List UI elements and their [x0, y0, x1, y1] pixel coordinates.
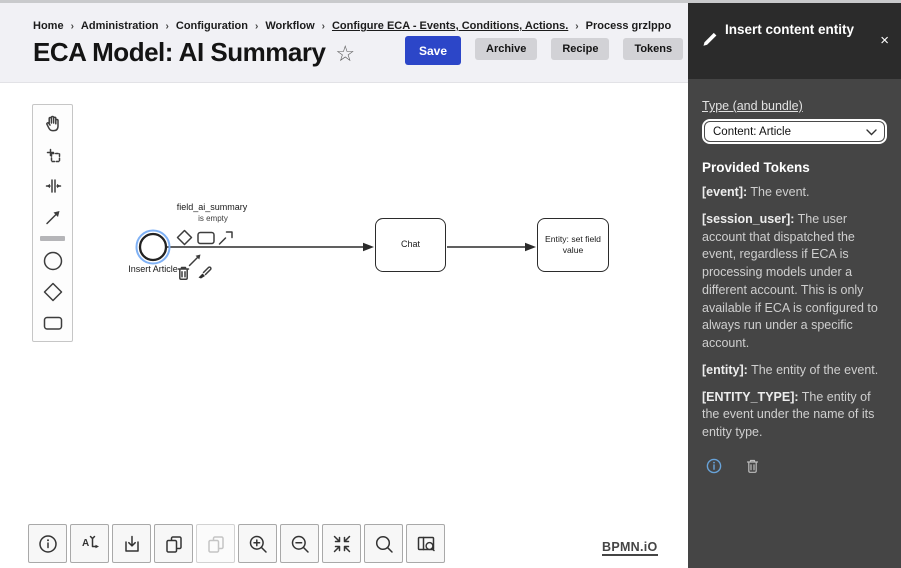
lasso-tool-icon[interactable]	[36, 139, 69, 170]
append-gateway-icon[interactable]	[175, 228, 194, 252]
change-type-brush-icon[interactable]	[196, 263, 213, 285]
global-connect-tool-icon[interactable]	[36, 201, 69, 232]
token-entity: [entity]: The entity of the event.	[702, 362, 887, 380]
token-entity-type-desc: The entity of the event under the name o…	[702, 389, 875, 440]
token-session-user-name: [session_user]:	[702, 211, 795, 226]
page-title: ECA Model: AI Summary	[33, 37, 326, 67]
bpmn-canvas[interactable]: field_ai_summary is empty Insert Article…	[0, 83, 688, 568]
sidebar-header: Insert content entity ×	[688, 3, 901, 79]
page-header: Home › Administration › Configuration › Workfl…	[0, 3, 688, 83]
breadcrumb-configuration[interactable]: Configuration	[175, 20, 248, 32]
create-gateway-icon[interactable]	[36, 276, 69, 307]
breadcrumb-workflow[interactable]: Workflow	[265, 20, 315, 32]
create-start-event-icon[interactable]	[36, 245, 69, 276]
start-event-circle	[138, 232, 168, 262]
search-button[interactable]	[364, 524, 403, 563]
paste-button	[196, 524, 235, 563]
palette-divider	[40, 236, 65, 241]
task-entity-set-field-label: Entity: set field value	[545, 234, 601, 255]
token-entity-type-name: [ENTITY_TYPE]:	[702, 389, 799, 404]
append-annotation-icon[interactable]	[217, 228, 236, 252]
sidebar-title: Insert content entity	[725, 22, 855, 37]
bpmn-palette	[32, 104, 73, 342]
breadcrumb-separator: ›	[165, 21, 169, 32]
type-bundle-select-wrap: Content: Article	[702, 119, 887, 144]
token-entity-desc: The entity of the event.	[751, 362, 879, 377]
breadcrumb-separator: ›	[575, 21, 579, 32]
create-task-icon[interactable]	[36, 307, 69, 338]
archive-button[interactable]: Archive	[475, 38, 538, 60]
breadcrumb: Home › Administration › Configuration › Workfl…	[33, 20, 671, 32]
breadcrumb-configure-eca[interactable]: Configure ECA - Events, Conditions, Acti…	[331, 20, 569, 32]
token-session-user: [session_user]: The user account that di…	[702, 211, 887, 353]
breadcrumb-administration[interactable]: Administration	[80, 20, 159, 32]
breadcrumb-process: Process grzlppo	[585, 20, 672, 32]
breadcrumb-home[interactable]: Home	[33, 20, 64, 32]
header-actions: Save Archive Recipe Tokens	[405, 36, 684, 65]
breadcrumb-separator: ›	[70, 21, 74, 32]
close-icon[interactable]: ×	[880, 32, 889, 49]
token-session-user-desc: The user account that dispatched the eve…	[702, 211, 878, 350]
favorite-star-icon[interactable]: ☆	[335, 40, 356, 66]
auto-layout-button[interactable]: A	[70, 524, 109, 563]
breadcrumb-separator: ›	[321, 21, 325, 32]
save-button[interactable]: Save	[405, 36, 461, 65]
task-chat[interactable]: Chat	[375, 218, 446, 272]
svg-text:A: A	[82, 538, 89, 549]
sidebar-icon-row	[702, 458, 887, 479]
recipe-button[interactable]: Recipe	[551, 38, 610, 60]
zoom-in-button[interactable]	[238, 524, 277, 563]
pencil-icon	[701, 31, 718, 53]
token-event-name: [event]:	[702, 185, 748, 199]
type-bundle-label: Type (and bundle)	[702, 99, 803, 113]
reset-zoom-button[interactable]	[322, 524, 361, 563]
hand-tool-icon[interactable]	[36, 108, 69, 139]
connect-tool-icon[interactable]	[186, 250, 205, 274]
zoom-out-button[interactable]	[280, 524, 319, 563]
properties-sidebar: Insert content entity × Type (and bundle…	[688, 3, 901, 568]
append-task-icon[interactable]	[196, 230, 216, 251]
bpmn-io-logo[interactable]: BPMN.iO	[602, 540, 658, 556]
tokens-button[interactable]: Tokens	[623, 38, 684, 60]
token-entity-type: [ENTITY_TYPE]: The entity of the event u…	[702, 389, 887, 442]
copy-button[interactable]	[154, 524, 193, 563]
token-entity-name: [entity]:	[702, 362, 748, 377]
breadcrumb-separator: ›	[254, 21, 259, 32]
type-bundle-value: Content: Article	[713, 125, 791, 138]
top-strip	[0, 0, 901, 3]
token-event: [event]: The event.	[702, 184, 887, 202]
chevron-down-icon	[866, 123, 877, 141]
info-circle-icon[interactable]	[706, 458, 722, 479]
canvas-toolbar: A	[28, 524, 445, 563]
token-event-desc: The event.	[750, 185, 810, 199]
task-chat-label: Chat	[400, 239, 420, 250]
task-entity-set-field[interactable]: Entity: set field value	[537, 218, 609, 272]
type-bundle-select[interactable]: Content: Article	[704, 121, 885, 142]
delete-trash-icon[interactable]	[176, 265, 191, 286]
selection-ring	[135, 229, 171, 265]
minimap-button[interactable]	[406, 524, 445, 563]
provided-tokens-heading: Provided Tokens	[702, 160, 810, 175]
flow-condition-label-line2: is empty	[198, 214, 228, 223]
download-button[interactable]	[112, 524, 151, 563]
flow-condition-label[interactable]: field_ai_summary	[176, 202, 248, 212]
sequence-flows	[135, 229, 536, 265]
trash-icon[interactable]	[745, 458, 760, 479]
space-tool-icon[interactable]	[36, 170, 69, 201]
start-event-label[interactable]: Insert Article	[128, 264, 178, 274]
info-button[interactable]	[28, 524, 67, 563]
